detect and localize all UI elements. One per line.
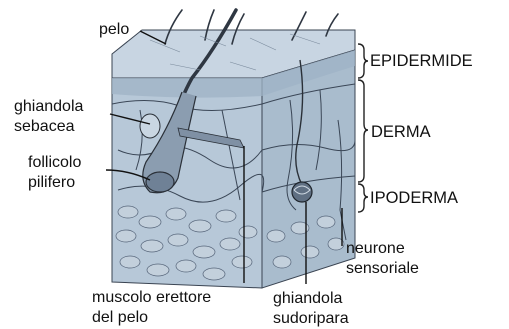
follicle-bulb <box>146 172 174 192</box>
label-ghiandola-sebacea-line1: ghiandola <box>14 98 84 115</box>
label-derma: DERMA <box>371 123 431 141</box>
label-muscolo-erettore: muscolo erettore del pelo <box>92 289 216 326</box>
label-follicolo-pilifero-line1: follicolo <box>28 154 81 171</box>
label-muscolo-erettore-line1: muscolo erettore <box>92 289 211 306</box>
label-pelo: pelo <box>99 21 129 38</box>
skin-block-illustration <box>112 10 355 288</box>
label-epidermide: EPIDERMIDE <box>370 52 473 70</box>
label-neurone-sensoriale-line1: neurone <box>346 240 405 257</box>
label-ghiandola-sudoripara: ghiandola sudoripara <box>273 290 349 327</box>
label-ghiandola-sudoripara-line1: ghiandola <box>273 290 343 307</box>
label-follicolo-pilifero-line2: pilifero <box>28 174 75 191</box>
brace-derma <box>358 80 368 182</box>
brace-ipoderma <box>358 184 368 212</box>
label-muscolo-erettore-line2: del pelo <box>92 309 148 326</box>
sweat-gland-coil <box>292 182 312 202</box>
brace-epidermide <box>358 44 368 78</box>
sebaceous-gland-shape <box>140 114 160 138</box>
label-ipoderma: IPODERMA <box>370 189 458 207</box>
label-neurone-sensoriale-line2: sensoriale <box>346 260 419 277</box>
label-ghiandola-sebacea: ghiandola sebacea <box>14 98 88 135</box>
layer-braces <box>358 44 368 212</box>
label-ghiandola-sebacea-line2: sebacea <box>14 118 75 135</box>
label-follicolo-pilifero: follicolo pilifero <box>28 154 86 191</box>
label-neurone-sensoriale: neurone sensoriale <box>346 240 419 277</box>
label-ghiandola-sudoripara-line2: sudoripara <box>273 310 349 327</box>
